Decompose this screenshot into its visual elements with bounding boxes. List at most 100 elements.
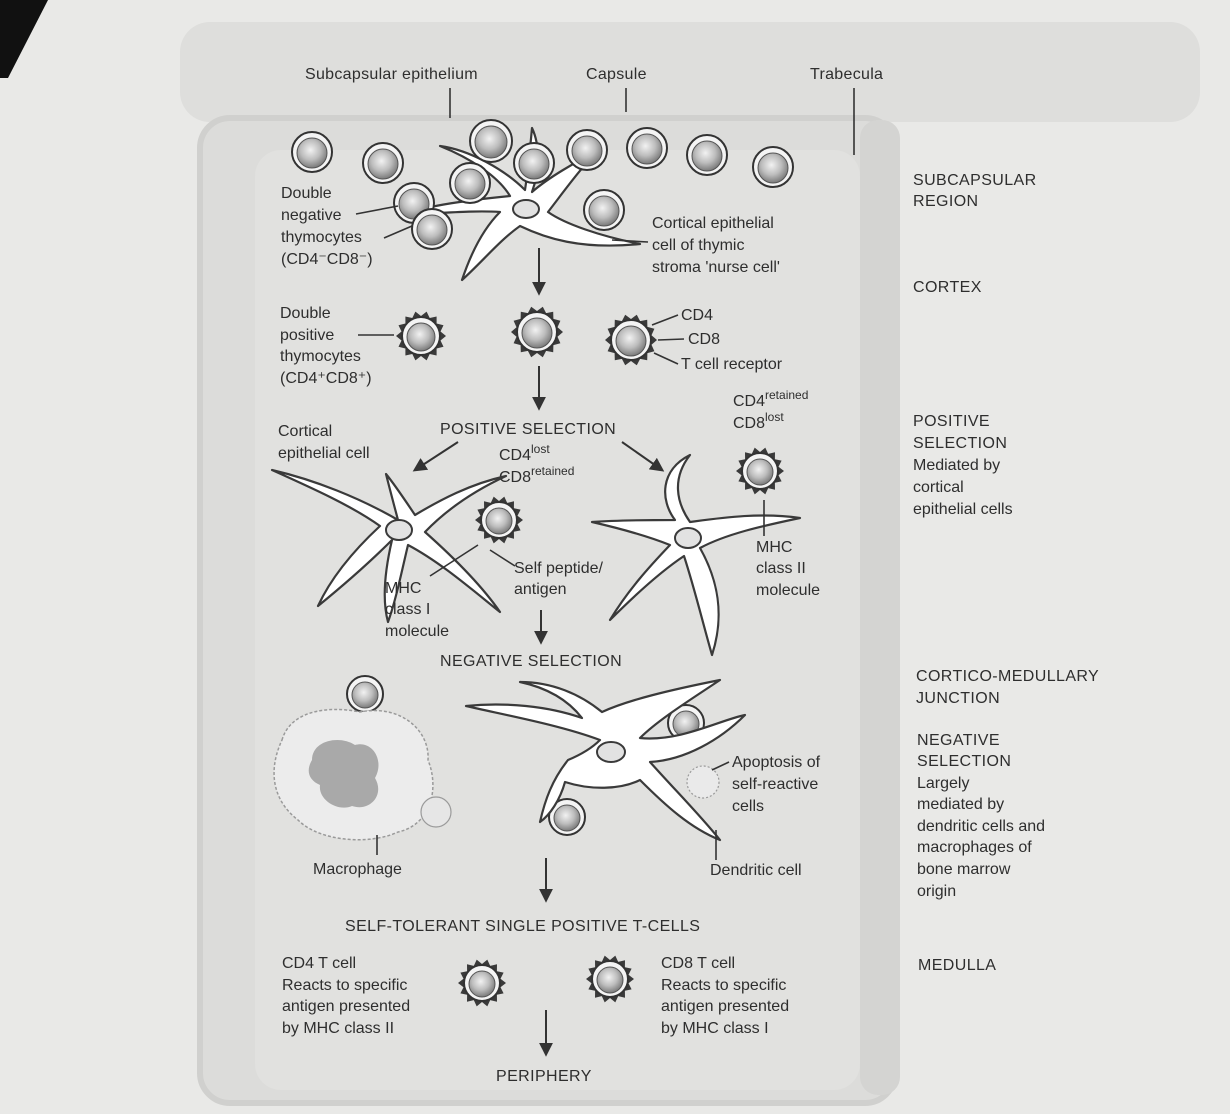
positive-selection-heading: POSITIVE SELECTION [440, 421, 616, 438]
region-negative-2: SELECTION [917, 753, 1011, 770]
cortex-inner-area [255, 150, 860, 1090]
cell-nucleus [758, 153, 788, 183]
thymocyte [412, 209, 452, 249]
nurse-cell-nucleus [513, 200, 539, 218]
cell-nucleus [554, 805, 580, 831]
region-negative-4: mediated by [917, 796, 1004, 813]
cell-nucleus [747, 459, 773, 485]
thymocyte [292, 132, 332, 172]
mhc1-line3: molecule [385, 623, 449, 640]
self-peptide-line2: antigen [514, 581, 567, 598]
region-negative-3: Largely [917, 775, 969, 792]
trabecula-label: Trabecula [810, 66, 883, 83]
dn-line4: (CD4⁻CD8⁻) [281, 251, 373, 268]
cell-nucleus [352, 682, 378, 708]
capsule-label: Capsule [586, 66, 647, 83]
region-positive-2: SELECTION [913, 435, 1007, 452]
cortical-cell-right-nucleus [675, 528, 701, 548]
cell-nucleus [519, 149, 549, 179]
thymocyte [514, 143, 554, 183]
thymocyte [567, 130, 607, 170]
cd4-lost-sup: lost [531, 442, 550, 456]
region-positive-4: cortical [913, 479, 964, 496]
region-negative-6: macrophages of [917, 839, 1032, 856]
region-cortex: CORTEX [913, 279, 982, 296]
cell-nucleus [417, 215, 447, 245]
region-junction-2: JUNCTION [916, 690, 1000, 707]
dp-line3: thymocytes [280, 348, 361, 365]
cd8t-line1: CD8 T cell [661, 955, 735, 972]
cd8-retained-sup: retained [531, 464, 574, 478]
cd8-lost-base: CD8 [733, 415, 765, 432]
subcapsular-epithelium-label: Subcapsular epithelium [305, 66, 478, 83]
thymocyte [470, 120, 512, 162]
thymocyte [450, 163, 490, 203]
cell-nucleus [368, 149, 398, 179]
cd4-label: CD4 [681, 307, 713, 324]
dn-line3: thymocytes [281, 229, 362, 246]
cd4t-line3: antigen presented [282, 998, 410, 1015]
cell-nucleus [692, 141, 722, 171]
dendritic-cell-nucleus [597, 742, 625, 762]
self-peptide-line1: Self peptide/ [514, 560, 604, 577]
nurse-line2: cell of thymic [652, 237, 744, 254]
tcr-label: T cell receptor [681, 356, 783, 373]
thymocyte [363, 143, 403, 183]
cell-nucleus [616, 326, 646, 356]
region-positive-3: Mediated by [913, 457, 1000, 474]
region-negative-7: bone marrow [917, 861, 1011, 878]
cell-nucleus [589, 196, 619, 226]
dn-line2: negative [281, 207, 342, 224]
cell-nucleus [486, 508, 512, 534]
region-negative-1: NEGATIVE [917, 732, 1000, 749]
thymocyte [584, 190, 624, 230]
cell-nucleus [407, 323, 435, 351]
apoptosis-line1: Apoptosis of [732, 754, 821, 771]
cell-nucleus [632, 134, 662, 164]
dendritic-cell-label: Dendritic cell [710, 862, 802, 879]
cd8-lost-sup: lost [765, 410, 784, 424]
dn-line1: Double [281, 185, 332, 202]
apoptosis-line2: self-reactive [732, 776, 818, 793]
thymocyte [753, 147, 793, 187]
nurse-line3: stroma 'nurse cell' [652, 259, 780, 276]
cd4-retained-sup: retained [765, 388, 808, 402]
cd4-lost-base: CD4 [499, 447, 531, 464]
thymocyte [687, 135, 727, 175]
cell-nucleus [522, 318, 552, 348]
region-negative-8: origin [917, 883, 956, 900]
periphery-heading: PERIPHERY [496, 1068, 592, 1085]
cd4t-line1: CD4 T cell [282, 955, 356, 972]
dp-line2: positive [280, 327, 334, 344]
mhc2-line1: MHC [756, 539, 792, 556]
cell-nucleus [455, 169, 485, 199]
cell-nucleus [475, 126, 507, 158]
self-tolerant-heading: SELF-TOLERANT SINGLE POSITIVE T-CELLS [345, 918, 700, 935]
cell-nucleus [572, 136, 602, 166]
mhc2-line3: molecule [756, 582, 820, 599]
region-junction-1: CORTICO-MEDULLARY [916, 668, 1099, 685]
region-negative-5: dendritic cells and [917, 818, 1045, 835]
cell-nucleus [469, 971, 495, 997]
macrophage-label: Macrophage [313, 861, 402, 878]
region-subcapsular-2: REGION [913, 193, 979, 210]
trabecula-right [860, 120, 900, 1095]
apoptotic-body-2 [687, 766, 719, 798]
mhc2-line2: class II [756, 560, 806, 577]
cd4-retained-base: CD4 [733, 393, 765, 410]
cec-line1: Cortical [278, 423, 332, 440]
region-subcapsular-1: SUBCAPSULAR [913, 172, 1037, 189]
apoptotic-body-1 [421, 797, 451, 827]
region-positive-5: epithelial cells [913, 501, 1013, 518]
apoptosis-line3: cells [732, 798, 764, 815]
cd8t-line2: Reacts to specific [661, 977, 786, 994]
region-positive-1: POSITIVE [913, 413, 990, 430]
thymocyte [627, 128, 667, 168]
cell-nucleus [297, 138, 327, 168]
thymocyte [347, 676, 383, 712]
cd4t-line4: by MHC class II [282, 1020, 394, 1037]
mhc1-line1: MHC [385, 580, 421, 597]
cd8-label: CD8 [688, 331, 720, 348]
cortical-cell-left-nucleus [386, 520, 412, 540]
